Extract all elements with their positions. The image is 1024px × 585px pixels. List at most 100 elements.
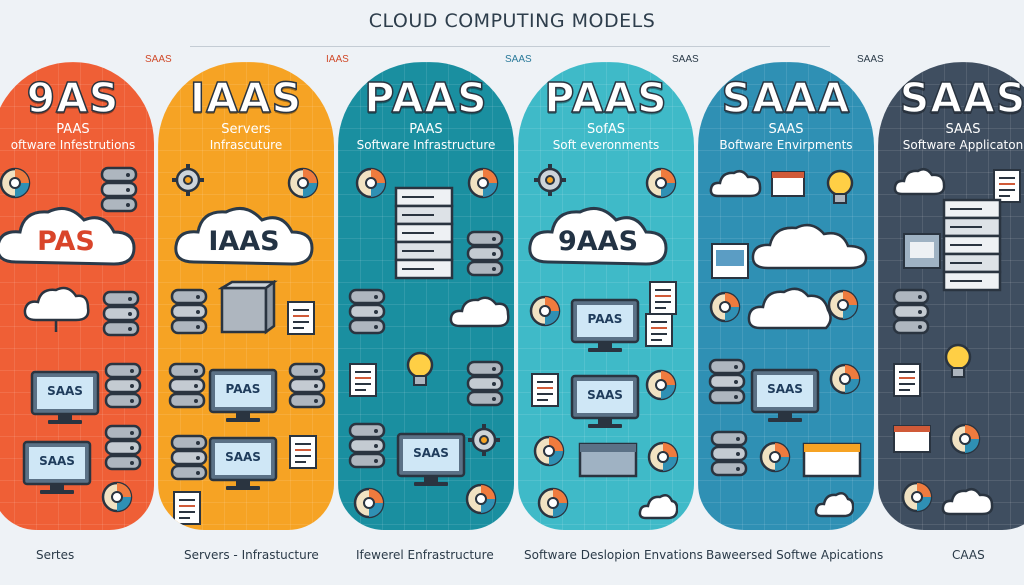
gauge-icon <box>759 441 791 473</box>
server-icon <box>288 362 326 409</box>
document-icon <box>649 281 677 315</box>
bulb-icon <box>406 351 434 387</box>
gauge-icon <box>647 441 679 473</box>
server-icon <box>168 362 206 409</box>
monitor-label: SAAS <box>39 454 75 468</box>
models-columns: 9AS PAAS oftware Infestrutions PAS SAAS … <box>0 62 1024 542</box>
column-5-subtitle: SAAS <box>768 122 804 137</box>
cloud-icon <box>638 493 678 520</box>
window-icon <box>893 425 931 453</box>
column-4-footer: Software Deslopion Envations <box>524 548 703 562</box>
cloud-network-icon <box>23 286 90 332</box>
column-4-description: Soft everonments <box>552 138 660 152</box>
column-4-cloud-label: 9AAS <box>557 226 639 257</box>
monitor-icon: SAAS <box>396 432 466 488</box>
column-2-description: Infrascuture <box>209 138 283 152</box>
title-divider <box>190 46 830 47</box>
column-5: SAAA SAAS Boftware Envirpments SAAS <box>698 62 874 530</box>
monitor-label: SAAS <box>47 384 83 398</box>
column-1-heading: 9AS <box>26 73 120 123</box>
column-2-cloud: IAAS <box>174 202 314 274</box>
bulb-icon <box>826 169 854 205</box>
server-icon <box>104 424 142 471</box>
storage-box-icon <box>218 280 278 335</box>
gauge-icon <box>533 435 565 467</box>
column-1-cloud-label: PAS <box>37 226 95 257</box>
column-4: PAAS SofAS Soft everonments 9AAS PAAS SA… <box>518 62 694 530</box>
window-icon <box>578 442 638 478</box>
monitor-icon: SAAS <box>750 368 820 424</box>
column-1: 9AS PAAS oftware Infestrutions PAS SAAS … <box>0 62 154 530</box>
column-5-description: Boftware Envirpments <box>719 138 853 152</box>
document-icon <box>287 301 315 335</box>
column-6-description: Software Applicaton <box>902 138 1024 152</box>
column-6-subtitle: SAAS <box>945 122 981 137</box>
monitor-icon: SAAS <box>570 374 640 430</box>
column-3-heading: PAAS <box>364 73 488 123</box>
gauge-icon <box>529 295 561 327</box>
column-1-cloud: PAS <box>0 202 136 274</box>
document-icon <box>893 363 921 397</box>
column-5-footer: Baweersed Softwe Apications <box>706 548 884 562</box>
top-label-5: SAAS <box>857 54 884 65</box>
column-2: IAAS Servers Infrascuture IAAS PAAS SAAS <box>158 62 334 530</box>
server-tower-icon <box>394 186 454 280</box>
column-3-subtitle: PAAS <box>409 122 443 137</box>
server-tower-icon <box>942 198 1002 292</box>
column-6: SAAS SAAS Software Applicaton <box>878 62 1024 530</box>
column-4-heading: PAAS <box>544 73 668 123</box>
cloud-icon <box>941 487 994 516</box>
gauge-icon <box>949 423 981 455</box>
column-4-subtitle: SofAS <box>587 122 625 137</box>
monitor-label: SAAS <box>767 382 803 396</box>
server-icon <box>348 422 386 469</box>
gauge-icon <box>901 481 933 513</box>
column-6-heading: SAAS <box>899 73 1024 123</box>
column-2-subtitle: Servers <box>221 122 271 137</box>
column-2-footer: Servers - Infrastucture <box>184 548 319 562</box>
gauge-icon <box>467 167 499 199</box>
window-icon <box>771 171 805 197</box>
document-icon <box>645 313 673 347</box>
monitor-label: SAAS <box>225 450 261 464</box>
gauge-icon <box>465 483 497 515</box>
gauge-icon <box>709 291 741 323</box>
server-icon <box>170 288 208 335</box>
gauge-icon <box>353 487 385 519</box>
page-title: CLOUD COMPUTING MODELS <box>368 10 656 32</box>
window-icon <box>802 442 862 478</box>
column-3-description: Software Infrastructure <box>356 138 496 152</box>
top-label-3: SAAS <box>505 54 532 65</box>
column-3-footer: Ifewerel Enfrastructure <box>356 548 494 562</box>
column-1-footer: Sertes <box>36 548 75 562</box>
server-icon <box>892 288 930 335</box>
cloud-icon <box>747 287 832 330</box>
gauge-icon <box>537 487 569 519</box>
monitor-icon: SAAS <box>30 370 100 426</box>
column-6-footer: CAAS <box>952 548 985 562</box>
cloud-icon <box>709 169 762 198</box>
server-icon <box>466 360 504 407</box>
column-4-cloud: 9AAS <box>528 202 668 274</box>
gauge-icon <box>287 167 319 199</box>
column-3: PAAS PAAS Software Infrastructure SAAS <box>338 62 514 530</box>
column-1-description: oftware Infestrutions <box>10 138 136 152</box>
gauge-icon <box>827 289 859 321</box>
monitor-icon: SAAS <box>208 436 278 492</box>
document-icon <box>531 373 559 407</box>
cloud-icon <box>751 223 868 270</box>
gauge-icon <box>0 167 31 199</box>
column-2-cloud-label: IAAS <box>208 226 280 257</box>
column-1-subtitle: PAAS <box>56 122 90 137</box>
monitor-label: SAAS <box>587 388 623 402</box>
document-icon <box>173 491 201 525</box>
monitor-label: SAAS <box>413 446 449 460</box>
server-icon <box>104 362 142 409</box>
gear-icon <box>172 164 204 196</box>
top-label-4: SAAS <box>672 54 699 65</box>
server-icon <box>466 230 504 277</box>
top-label-2: IAAS <box>326 54 349 65</box>
cloud-icon <box>814 491 854 518</box>
monitor-icon: SAAS <box>22 440 92 496</box>
monitor-label: PAAS <box>225 382 261 396</box>
